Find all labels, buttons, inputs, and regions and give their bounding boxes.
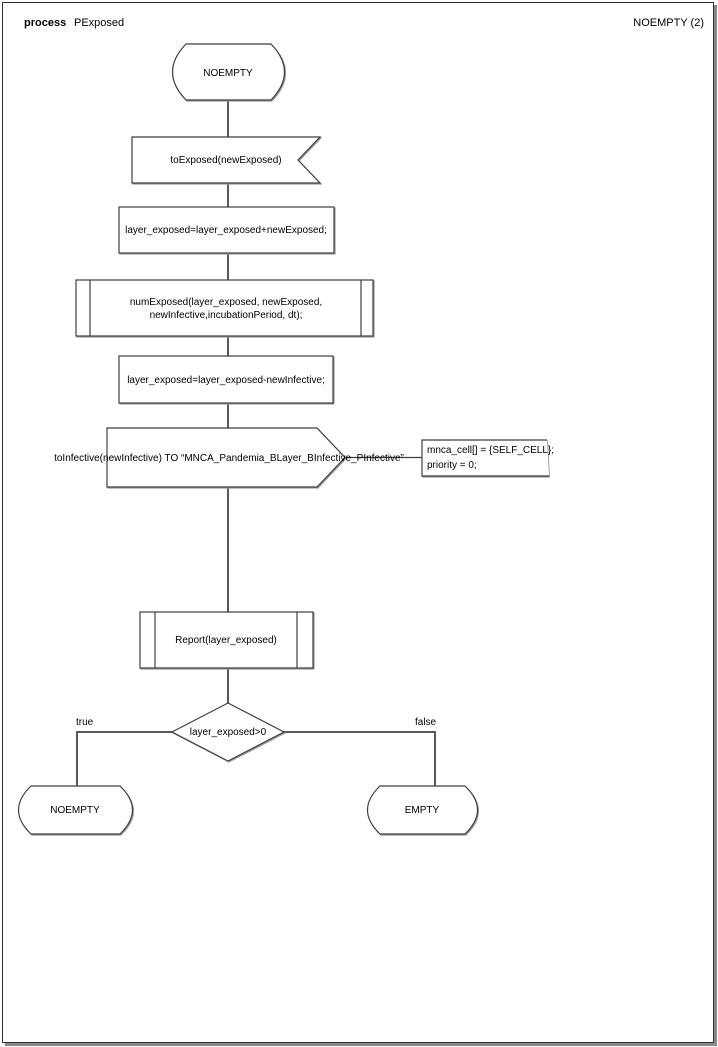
connector-false-branch [284, 731, 436, 786]
connector-true-branch [76, 731, 172, 786]
procedure-numexposed-shape [75, 279, 374, 337]
start-state-shape [172, 43, 285, 101]
task-subtract-label: layer_exposed=layer_exposed-newInfective… [127, 375, 325, 386]
comment-label-line1: mnca_cell[] = {SELF_CELL}; [427, 445, 554, 456]
false-state-label: EMPTY [405, 805, 440, 816]
procedure-report-shape [139, 611, 314, 669]
procedure-numexposed-label-line1: numExposed(layer_exposed, newExposed, [130, 297, 322, 308]
task-add-label: layer_exposed=layer_exposed+newExposed; [125, 225, 327, 236]
comment-label-line2: priority = 0; [427, 460, 477, 471]
task-subtract-shape [118, 355, 334, 404]
true-state-shape [17, 785, 134, 835]
connectors [76, 100, 436, 786]
diagram-kind-label: process [24, 17, 67, 29]
decision-label: layer_exposed>0 [190, 727, 267, 738]
false-branch-label: false [415, 717, 437, 728]
process-name-label: PExposed [74, 17, 125, 29]
procedure-numexposed-label-line2: newInfective,incubationPeriod, dt); [150, 310, 303, 321]
output-signal-shape [106, 427, 346, 488]
decision-shape [170, 702, 286, 762]
task-add-shape [118, 206, 335, 254]
start-state-label: NOEMPTY [203, 68, 253, 79]
input-signal-shape [131, 136, 322, 184]
page-state-label: NOEMPTY (2) [633, 17, 704, 29]
false-state-shape [366, 785, 479, 835]
true-state-label: NOEMPTY [50, 805, 100, 816]
procedure-report-label: Report(layer_exposed) [175, 635, 277, 646]
true-branch-label: true [76, 717, 94, 728]
node-labels: NOEMPTY toExposed(newExposed) layer_expo… [50, 68, 554, 816]
nodes [17, 43, 549, 835]
comment-shape [421, 439, 549, 477]
output-signal-label: toInfective(newInfective) TO “MNCA_Pande… [54, 453, 404, 464]
input-signal-label: toExposed(newExposed) [170, 155, 281, 166]
